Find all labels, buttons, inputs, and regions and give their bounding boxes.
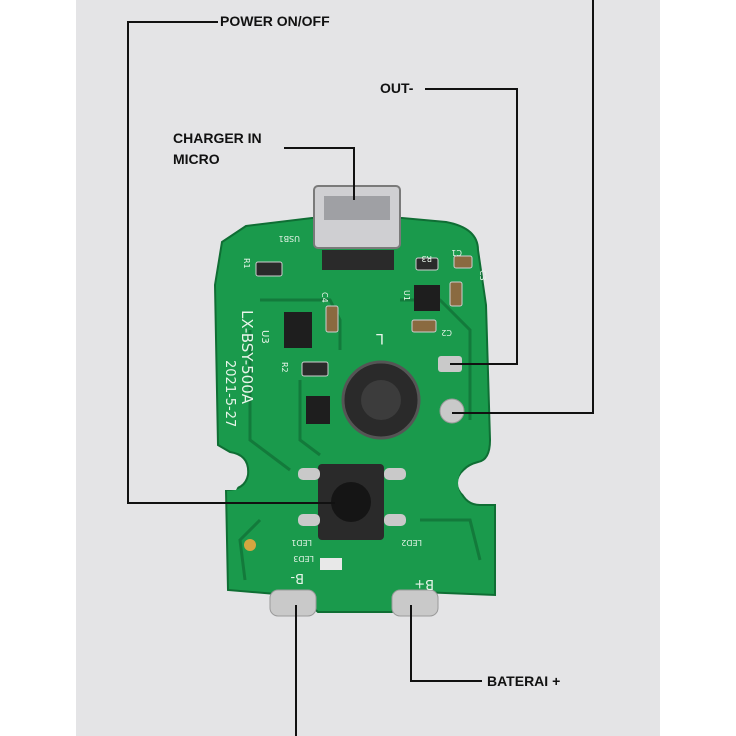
diode xyxy=(306,396,330,424)
push-button-cap xyxy=(331,482,371,522)
label-baterai-plus: BATERAI + xyxy=(487,673,561,689)
leader-baterai-plus xyxy=(410,605,482,682)
silk-b-minus: B- xyxy=(290,570,304,585)
silk-c1: C1 xyxy=(451,248,462,257)
b-plus-pad xyxy=(391,589,439,617)
c2-capacitor xyxy=(411,319,437,333)
leader-charger xyxy=(284,147,355,200)
c3-capacitor xyxy=(449,281,463,307)
test-pad xyxy=(244,539,256,551)
silk-r3: R3 xyxy=(421,254,432,263)
silk-u3: U3 xyxy=(259,330,270,344)
silk-r2: R2 xyxy=(280,362,289,373)
silk-date: 2021-5-27 xyxy=(222,360,237,427)
silk-b-plus: B+ xyxy=(414,576,434,591)
smd-components xyxy=(244,255,473,617)
silk-led1: LED1 xyxy=(291,538,312,547)
silk-led2: LED2 xyxy=(401,538,422,547)
left-notch xyxy=(216,455,241,490)
leader-power xyxy=(127,21,335,504)
silk-usb: USB1 xyxy=(278,234,300,243)
leader-out-plus xyxy=(452,0,594,414)
silkscreen: LX-BSY-500A 2021-5-27 USB1 U3 U1 R1 R2 R… xyxy=(222,234,487,591)
led3 xyxy=(320,558,342,570)
u1-chip xyxy=(414,285,440,311)
label-micro: MICRO xyxy=(173,151,220,167)
u3-chip xyxy=(284,312,312,348)
leader-out-minus xyxy=(425,88,518,365)
r3-resistor xyxy=(415,257,439,271)
micro-usb-connector xyxy=(313,185,401,270)
silk-u1: U1 xyxy=(402,290,411,301)
silk-c4: C4 xyxy=(320,292,329,303)
r1-resistor xyxy=(255,261,283,277)
c1-capacitor xyxy=(453,255,473,269)
label-charger-in: CHARGER IN xyxy=(173,130,262,146)
silk-c3: C3 xyxy=(478,270,487,281)
silk-led3: LED3 xyxy=(293,554,314,563)
right-notch xyxy=(458,466,498,500)
r2-resistor xyxy=(301,361,329,377)
silk-r1: R1 xyxy=(242,258,251,269)
label-power-on-off: POWER ON/OFF xyxy=(220,13,330,29)
silk-l: L xyxy=(376,330,384,346)
silk-c2: C2 xyxy=(441,328,452,337)
label-out-minus: OUT- xyxy=(380,80,414,96)
b-minus-pad xyxy=(269,589,317,617)
out-plus-pad xyxy=(439,398,465,424)
silk-model: LX-BSY-500A xyxy=(238,310,256,405)
c4-capacitor xyxy=(325,305,339,333)
leader-lines xyxy=(127,0,594,736)
